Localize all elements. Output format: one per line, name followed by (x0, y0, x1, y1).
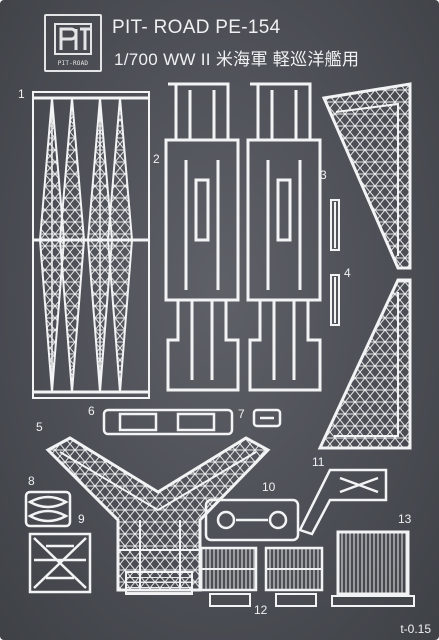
part-13-vent (331, 530, 415, 607)
part-10-plates (204, 498, 300, 542)
part-number-9: 9 (78, 512, 85, 526)
part-8-eye-pieces (24, 490, 72, 528)
part-4-small-strip (330, 274, 340, 326)
part-number-8: 8 (28, 474, 35, 488)
product-description: 1/700 WW II 米海軍 軽巡洋艦用 (114, 50, 360, 69)
part-11-bracket (298, 468, 388, 536)
part-7-small-piece (252, 408, 282, 428)
part-number-4: 4 (344, 266, 351, 280)
part-1-crane-booms (32, 91, 150, 399)
part-number-5: 5 (36, 420, 43, 434)
part-3-small-strip (330, 199, 340, 251)
part-number-12: 12 (254, 603, 268, 617)
pit-road-logo: PIT-ROAD (44, 14, 102, 72)
part-number-1: 1 (18, 87, 25, 101)
logo-text: PIT-ROAD (57, 60, 89, 67)
part-number-13: 13 (398, 512, 412, 526)
part-9-x-braces (28, 532, 92, 594)
part-2-deck-frame-twin (246, 82, 322, 392)
part-number-10: 10 (262, 480, 276, 494)
part-number-7: 7 (238, 407, 245, 421)
part-number-11: 11 (312, 455, 325, 469)
part-right-upper-truss (321, 82, 412, 270)
part-number-3: 3 (320, 168, 327, 182)
part-right-lower-truss (317, 278, 412, 450)
part-6-connector (102, 408, 234, 436)
part-12-grates (198, 546, 324, 607)
part-2-deck-frame (164, 82, 240, 392)
part-number-2: 2 (153, 152, 160, 166)
part-5-y-crane (45, 436, 271, 595)
thickness-label: t-0.15 (400, 622, 431, 636)
product-code: PIT- ROAD PE-154 (112, 17, 281, 38)
part-number-6: 6 (88, 404, 95, 418)
